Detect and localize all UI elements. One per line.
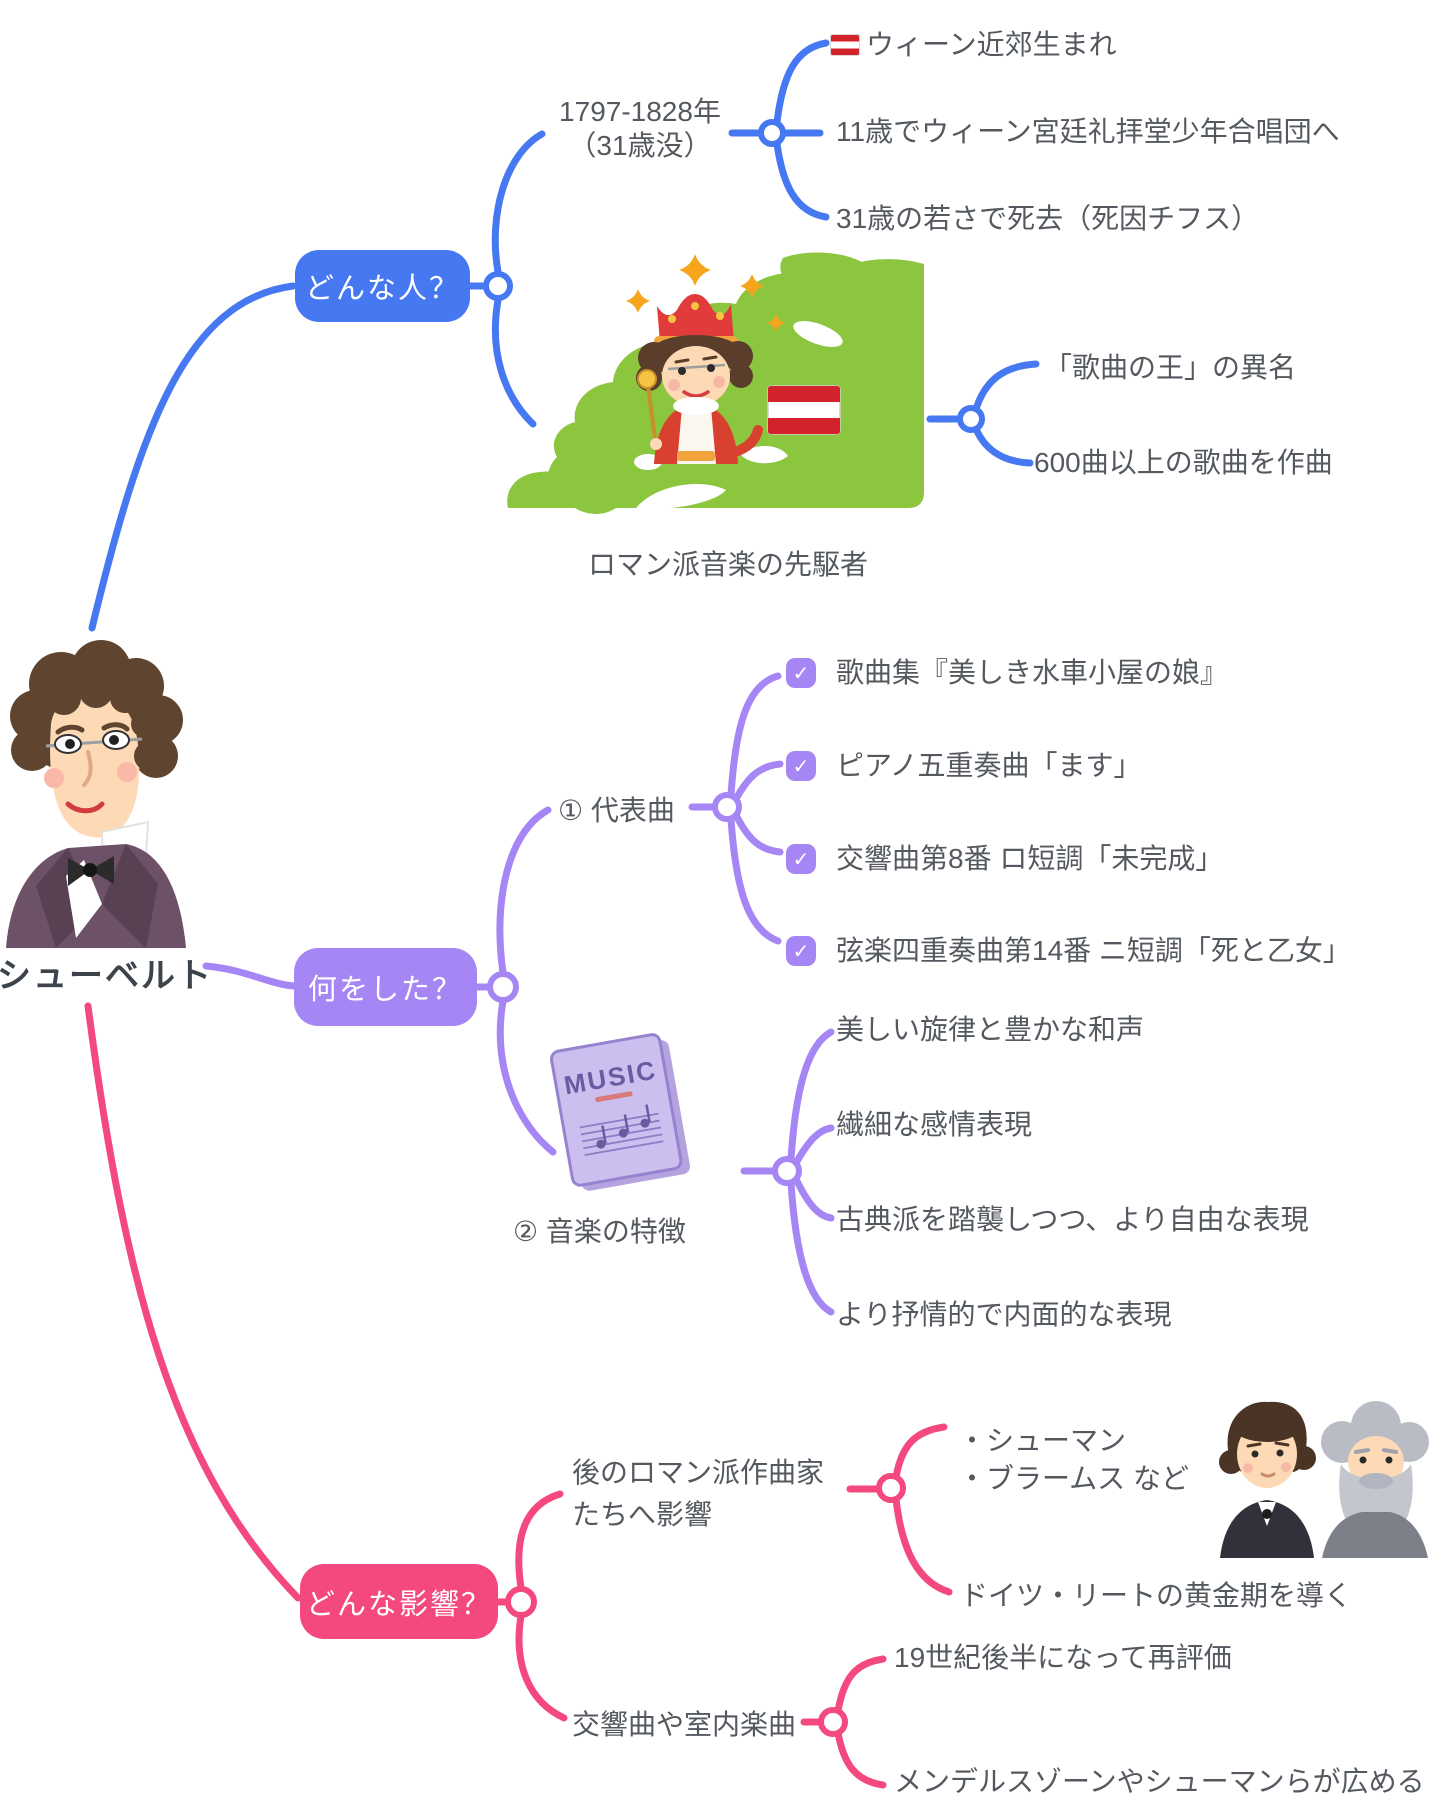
- work-item-row: ✓ 弦楽四重奏曲第14番 ニ短調「死と乙女」: [786, 933, 1351, 970]
- leaf-classical[interactable]: 古典派を踏襲しつつ、より自由な表現: [836, 1204, 1309, 1235]
- node-who[interactable]: どんな人？: [295, 250, 470, 322]
- period-line2: （31歳没）: [568, 130, 712, 161]
- composer-name-brahms: ・ブラームス など: [958, 1463, 1189, 1494]
- later-romantics-line1: 後のロマン派作曲家: [572, 1457, 825, 1488]
- leaf-choir[interactable]: 11歳でウィーン宮廷礼拝堂少年合唱団へ: [836, 116, 1340, 147]
- europe-map-king-illustration[interactable]: [488, 246, 924, 532]
- work-item-row: ✓ ピアノ五重奏曲「ます」: [786, 748, 1141, 785]
- austria-flag-icon: [830, 34, 860, 57]
- leaf-mendelssohn[interactable]: メンデルスゾーンやシューマンらが広める: [894, 1766, 1425, 1797]
- node-major-works[interactable]: ① 代表曲: [558, 795, 675, 826]
- checkbox-checked-icon[interactable]: ✓: [786, 936, 816, 967]
- node-later-romantics[interactable]: 後のロマン派作曲家 たちへ影響: [572, 1452, 824, 1536]
- schubert-portrait-illustration[interactable]: [6, 636, 186, 948]
- composer-name-schumann: ・シューマン: [958, 1425, 1127, 1456]
- checkbox-checked-icon[interactable]: ✓: [786, 751, 816, 782]
- leaf-melody[interactable]: 美しい旋律と豊かな和声: [836, 1014, 1145, 1045]
- leaf-lied-golden-age[interactable]: ドイツ・リートの黄金期を導く: [960, 1580, 1353, 1611]
- composers-illustration[interactable]: [1210, 1388, 1435, 1558]
- leaf-birthplace: ウィーン近郊生まれ: [830, 27, 1117, 64]
- work-item-label[interactable]: ピアノ五重奏曲「ます」: [836, 750, 1142, 781]
- austria-flag: [767, 385, 841, 435]
- brahms-portrait: [1321, 1401, 1429, 1558]
- leaf-death[interactable]: 31歳の若さで死去（死因チフス）: [836, 203, 1260, 234]
- node-period[interactable]: 1797-1828年 （31歳没）: [520, 95, 760, 163]
- checkbox-checked-icon[interactable]: ✓: [786, 658, 816, 689]
- leaf-composer-names[interactable]: ・シューマン ・ブラームス など: [958, 1422, 1189, 1498]
- node-music-style[interactable]: ② 音楽の特徴: [513, 1216, 686, 1247]
- work-item-label[interactable]: 弦楽四重奏曲第14番 ニ短調「死と乙女」: [836, 935, 1351, 966]
- leaf-king-of-song[interactable]: 「歌曲の王」の異名: [1044, 352, 1297, 383]
- leaf-birthplace-label[interactable]: ウィーン近郊生まれ: [866, 29, 1117, 60]
- king-illustration: [636, 294, 763, 464]
- node-what[interactable]: 何をした？: [294, 948, 477, 1026]
- leaf-lyrical[interactable]: より抒情的で内面的な表現: [836, 1299, 1172, 1330]
- music-book-illustration[interactable]: MUSIC: [540, 1028, 705, 1200]
- period-line1: 1797-1828年: [559, 96, 721, 127]
- work-item-label[interactable]: 歌曲集『美しき水車小屋の娘』: [836, 657, 1229, 688]
- node-symphonies[interactable]: 交響曲や室内楽曲: [572, 1709, 797, 1740]
- map-caption[interactable]: ロマン派音楽の先駆者: [587, 549, 868, 580]
- schumann-portrait: [1219, 1401, 1316, 1558]
- leaf-reevaluation[interactable]: 19世紀後半になって再評価: [894, 1642, 1232, 1673]
- leaf-emotion[interactable]: 繊細な感情表現: [836, 1109, 1033, 1140]
- later-romantics-line2: たちへ影響: [572, 1499, 713, 1530]
- work-item-row: ✓ 歌曲集『美しき水車小屋の娘』: [786, 655, 1228, 692]
- checkbox-checked-icon[interactable]: ✓: [786, 844, 816, 875]
- work-item-row: ✓ 交響曲第8番 ロ短調「未完成」: [786, 841, 1223, 878]
- map-sea-gaps: [634, 321, 843, 510]
- root-node-label[interactable]: シューベルト: [0, 957, 213, 995]
- leaf-600-songs[interactable]: 600曲以上の歌曲を作曲: [1034, 447, 1333, 478]
- sparkles: [626, 254, 785, 332]
- work-item-label[interactable]: 交響曲第8番 ロ短調「未完成」: [836, 843, 1224, 874]
- node-influence[interactable]: どんな影響？: [300, 1564, 498, 1639]
